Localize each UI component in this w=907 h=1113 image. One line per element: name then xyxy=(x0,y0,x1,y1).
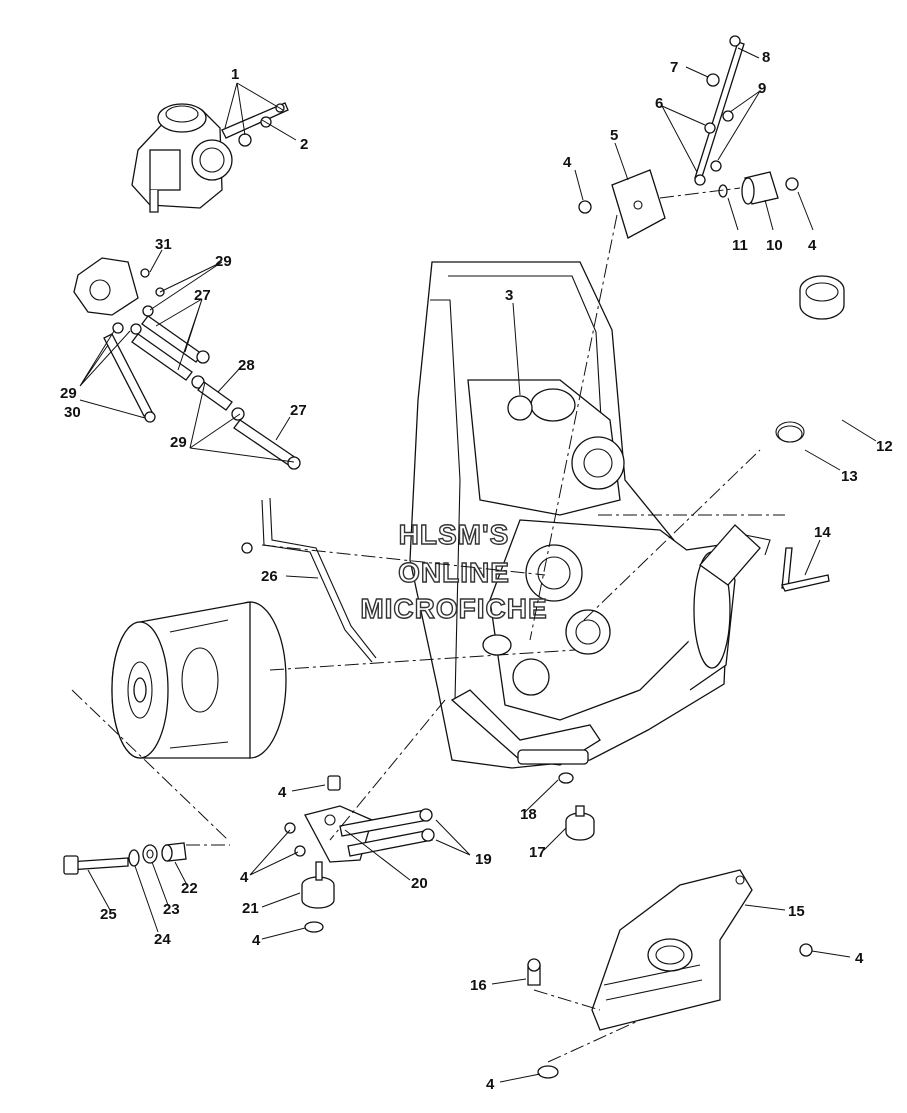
callout-7: 7 xyxy=(670,59,678,76)
callout-4: 4 xyxy=(563,154,572,171)
rear-mount-plate xyxy=(527,772,813,1079)
callout-4: 4 xyxy=(252,932,261,949)
callout-17: 17 xyxy=(529,844,546,861)
callout-29: 29 xyxy=(215,253,232,270)
callout-20: 20 xyxy=(411,875,428,892)
callout-4: 4 xyxy=(855,950,864,967)
fuel-pump xyxy=(73,257,165,335)
upper-mount-parts xyxy=(578,35,799,239)
callout-4: 4 xyxy=(278,784,287,801)
callout-4: 4 xyxy=(808,237,817,254)
callout-26: 26 xyxy=(261,568,278,585)
callout-27: 27 xyxy=(290,402,307,419)
callout-24: 24 xyxy=(154,931,171,948)
callout-13: 13 xyxy=(841,468,858,485)
watermark-line-1: HLSM'S xyxy=(399,519,510,550)
callout-14: 14 xyxy=(814,524,831,541)
watermark: HLSM'S ONLINE MICROFICHE xyxy=(360,518,548,624)
callout-21: 21 xyxy=(242,900,259,917)
callout-8: 8 xyxy=(762,49,770,66)
clutch-bolt-parts xyxy=(63,842,187,875)
callout-15: 15 xyxy=(788,903,805,920)
callout-19: 19 xyxy=(475,851,492,868)
callout-4: 4 xyxy=(486,1076,495,1093)
callout-2: 2 xyxy=(300,136,308,153)
callout-22: 22 xyxy=(181,880,198,897)
callout-4: 4 xyxy=(240,869,249,886)
callout-29: 29 xyxy=(60,385,77,402)
callout-3: 3 xyxy=(505,287,513,304)
callout-31: 31 xyxy=(155,236,172,253)
callout-1: 1 xyxy=(231,66,239,83)
callout-29: 29 xyxy=(170,434,187,451)
fuel-hoses xyxy=(103,315,301,470)
watermark-line-3: MICROFICHE xyxy=(360,593,547,624)
watermark-line-2: ONLINE xyxy=(398,557,510,588)
callout-9: 9 xyxy=(758,80,766,97)
callout-12: 12 xyxy=(876,438,893,455)
callout-25: 25 xyxy=(100,906,117,923)
callout-labels: 1 2 3 4 4 4 4 4 4 4 5 6 7 8 9 10 11 12 1… xyxy=(60,49,893,1093)
alignment-lines xyxy=(71,187,785,1063)
callout-10: 10 xyxy=(766,237,783,254)
breather-tube xyxy=(241,497,377,663)
callout-23: 23 xyxy=(163,901,180,918)
callout-30: 30 xyxy=(64,404,81,421)
leader-lines xyxy=(79,47,877,1083)
callout-27: 27 xyxy=(194,287,211,304)
callout-6: 6 xyxy=(655,95,663,112)
lower-mount xyxy=(284,775,435,933)
intake-rings xyxy=(775,275,845,592)
callout-18: 18 xyxy=(520,806,537,823)
callout-11: 11 xyxy=(732,237,748,254)
drive-clutch xyxy=(111,601,287,759)
callout-16: 16 xyxy=(470,977,487,994)
callout-5: 5 xyxy=(610,127,618,144)
engine-assembly xyxy=(409,261,771,769)
callout-28: 28 xyxy=(238,357,255,374)
carburetor xyxy=(131,102,289,213)
